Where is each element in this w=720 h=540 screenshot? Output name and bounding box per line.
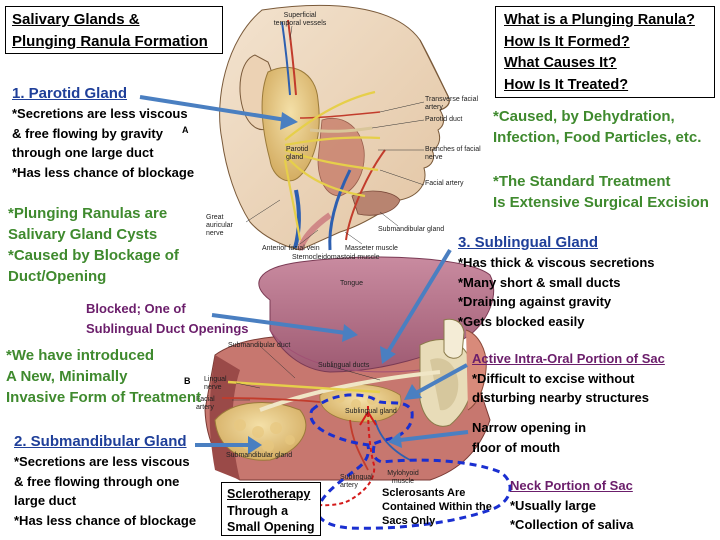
title-line-1: Salivary Glands & — [12, 11, 140, 28]
label-mylohyoid: Mylohyoid muscle — [387, 470, 419, 485]
question-4: How Is It Treated? — [504, 76, 629, 93]
active-sac-heading: Active Intra-Oral Portion of Sac — [472, 351, 665, 366]
sclerotherapy-line: Sclerotherapy — [227, 487, 311, 501]
parotid-line: *Secretions are less viscous — [12, 106, 188, 121]
standard-treatment-text: *The Standard Treatment Is Extensive Sur… — [493, 171, 718, 213]
label-facial-artery-b: Facial artery — [196, 396, 215, 411]
blocked-line: Blocked; One of — [86, 301, 186, 316]
label-sublingual-ducts: Sublingual ducts — [318, 362, 370, 369]
label-submandibular-gland-a: Submandibular gland — [378, 226, 445, 233]
cysts-line: Salivary Gland Cysts — [8, 226, 158, 243]
causes-line: Infection, Food Particles, etc. — [493, 129, 702, 146]
standard-treatment-line: *The Standard Treatment — [493, 173, 671, 190]
cysts-line: *Caused by Blockage of — [8, 247, 179, 264]
new-treatment-line: *We have introduced — [6, 347, 155, 364]
question-3: What Causes It? — [504, 55, 617, 71]
label-great-auricular: Great auricular nerve — [206, 214, 233, 237]
label-anterior-facial-vein: Anterior facial vein — [262, 245, 320, 252]
question-2: How Is It Formed? — [504, 33, 630, 50]
label-sternocleidomastoid: Sternocleidomastoid muscle — [292, 254, 380, 261]
pointer-arrows — [139, 95, 469, 454]
narrow-opening-line: Narrow opening in — [472, 420, 587, 435]
narrow-opening-line: floor of mouth — [472, 439, 561, 455]
parotid-block: 1. Parotid Gland *Secretions are less vi… — [12, 84, 212, 182]
causes-line: *Caused, by Dehydration, — [493, 108, 675, 125]
label-parotid-gland: Parotid gland — [286, 146, 309, 161]
label-parotid-duct: Parotid duct — [425, 116, 463, 123]
label-lingual-nerve: Lingual nerve — [204, 376, 227, 391]
active-sac-block: Active Intra-Oral Portion of Sac *Diffic… — [472, 349, 718, 408]
label-branches-facial-nerve: Branches of facial nerve — [425, 146, 481, 161]
label-facial-artery-a: Facial artery — [425, 180, 464, 187]
figure-b-label: B — [184, 376, 191, 386]
label-submandibular-gland-b: Submandibular gland — [226, 452, 293, 459]
sublingual-line: *Has thick & viscous secretions — [458, 255, 655, 270]
questions-box: What is a Plunging Ranula? How Is It For… — [495, 6, 715, 98]
neck-sac-line: *Usually large — [510, 497, 596, 513]
parotid-line: & free flowing by gravity — [12, 125, 163, 141]
blocked-duct-text: Blocked; One of Sublingual Duct Openings — [86, 299, 286, 338]
sublingual-line: *Draining against gravity — [458, 294, 612, 309]
submandibular-line: large duct — [14, 493, 77, 508]
cysts-line: Duct/Opening — [8, 268, 107, 285]
face-illustration — [219, 4, 450, 251]
label-submandibular-duct: Submandibular duct — [228, 342, 291, 349]
sclerosants-line: Sacs Only — [382, 515, 436, 527]
narrow-opening-text: Narrow opening in floor of mouth — [472, 418, 622, 457]
label-masseter: Masseter muscle — [345, 245, 398, 252]
sublingual-line: *Many short & small ducts — [458, 274, 621, 290]
new-treatment-line: Invasive Form of Treatment — [6, 389, 202, 406]
submandibular-line: *Secretions are less viscous — [14, 454, 190, 469]
sclerosants-text: Sclerosants Are Contained Within the Sac… — [382, 486, 497, 528]
parotid-heading: 1. Parotid Gland — [12, 85, 128, 102]
standard-treatment-line: Is Extensive Surgical Excision — [493, 194, 709, 211]
sublingual-line: *Gets blocked easily — [458, 313, 585, 329]
active-sac-line: disturbing nearby structures — [472, 390, 649, 405]
neck-sac-line: *Collection of saliva — [510, 517, 634, 532]
blocked-line: Sublingual Duct Openings — [86, 320, 249, 336]
sclerotherapy-line: Through a — [227, 503, 289, 518]
sclerosants-line: Contained Within the — [382, 501, 492, 513]
sclerosants-line: Sclerosants Are — [382, 487, 466, 499]
label-transverse-facial: Transverse facial artery — [425, 96, 479, 111]
new-treatment-line: A New, Minimally — [6, 368, 128, 385]
neck-sac-block: Neck Portion of Sac *Usually large *Coll… — [510, 476, 715, 535]
parotid-line: *Has less chance of blockage — [12, 164, 195, 180]
parotid-line: through one large duct — [12, 145, 154, 160]
question-1: What is a Plunging Ranula? — [504, 12, 695, 28]
title-line-2: Plunging Ranula Formation — [12, 33, 208, 50]
sclerotherapy-box: Sclerotherapy Through a Small Opening — [221, 482, 321, 536]
title-box: Salivary Glands & Plunging Ranula Format… — [5, 6, 223, 54]
new-treatment-text: *We have introduced A New, Minimally Inv… — [6, 345, 216, 408]
submandibular-heading: 2. Submandibular Gland — [14, 433, 187, 450]
neck-sac-heading: Neck Portion of Sac — [510, 478, 633, 493]
sclerotherapy-line: Small Opening — [227, 520, 315, 534]
causes-text: *Caused, by Dehydration, Infection, Food… — [493, 106, 718, 148]
submandibular-line: & free flowing through one — [14, 473, 180, 489]
label-superficial-temporal: Superficial temporal vessels — [273, 12, 327, 27]
cysts-line: *Plunging Ranulas are — [8, 205, 168, 222]
submandibular-line: *Has less chance of blockage — [14, 512, 197, 528]
submandibular-block: 2. Submandibular Gland *Secretions are l… — [14, 432, 214, 530]
figure-a-label: A — [182, 125, 189, 135]
sublingual-block: 3. Sublingual Gland *Has thick & viscous… — [458, 233, 718, 331]
label-tongue: Tongue — [340, 280, 363, 287]
label-sublingual-artery: Sublingual artery — [340, 474, 373, 489]
cysts-text: *Plunging Ranulas are Salivary Gland Cys… — [8, 203, 208, 287]
mouth-section-illustration — [204, 256, 512, 530]
sublingual-heading: 3. Sublingual Gland — [458, 234, 599, 251]
active-sac-line: *Difficult to excise without — [472, 370, 635, 386]
label-sublingual-gland-b: Sublingual gland — [345, 408, 397, 415]
